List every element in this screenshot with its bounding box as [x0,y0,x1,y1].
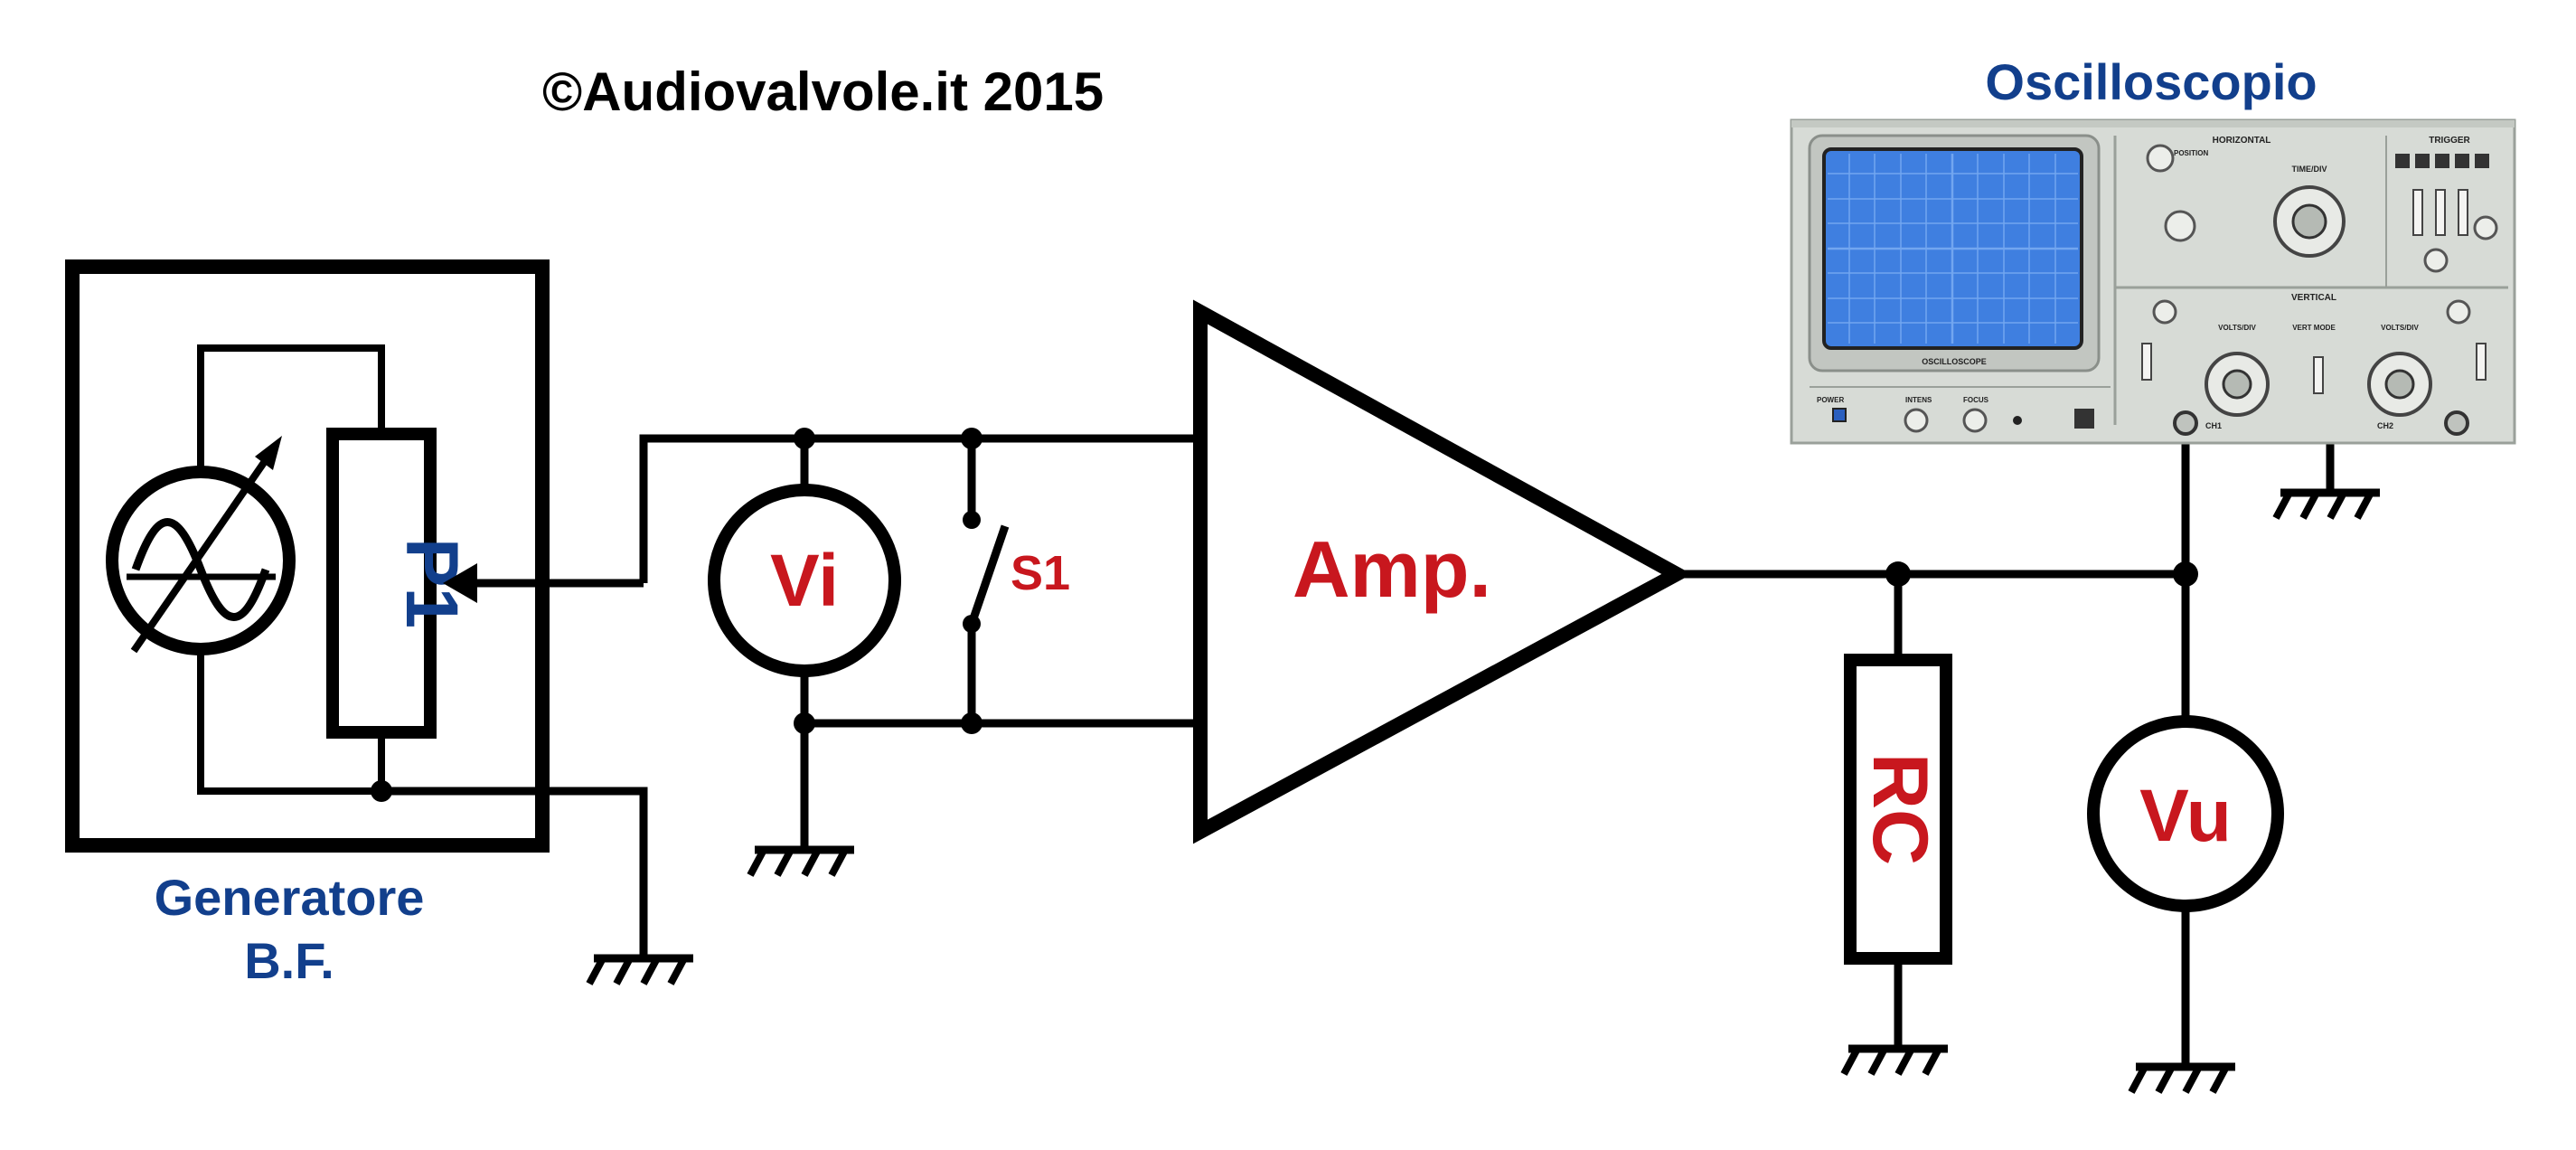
screen-grid [1828,154,2078,344]
trigger-section-label: TRIGGER [2429,136,2470,146]
ground-icon [2276,493,2380,518]
generator-label-line2: B.F. [244,932,334,989]
ch1-label: CH1 [2205,421,2222,430]
load-label: RC [1857,753,1943,865]
position-label: POSITION [2174,149,2208,157]
var-knob[interactable] [2164,210,2196,242]
wiper-arrow-icon [443,563,477,603]
generator-label: Generatore [155,869,425,926]
time-div-label: TIME/DIV [2291,165,2327,174]
input-wire-top [639,434,1193,583]
generator-ground-wire [381,787,648,958]
ground-icon [589,958,693,984]
amplifier-triangle [1193,299,1692,844]
switch-label: S1 [1011,546,1070,600]
focus-label: FOCUS [1963,396,1989,404]
copyright-text: ©Audiovalvole.it 2015 [542,61,1104,122]
vertical-section-label: VERTICAL [2291,293,2336,303]
ch2-connector[interactable] [2444,410,2469,436]
oscilloscope-title: Oscilloscopio [1985,53,2317,110]
vu-meter-label: Vu [2139,775,2232,857]
generator-box [65,259,550,853]
power-label: POWER [1817,396,1844,404]
ac-source-icon [106,436,296,655]
vert-mode-label: VERT MODE [2292,324,2336,332]
power-switch[interactable] [1832,408,1847,422]
horizontal-section-label: HORIZONTAL [2213,136,2271,146]
oscilloscope-screen-label: OSCILLOSCOPE [1922,357,1987,366]
vu-meter [2087,715,2284,912]
intens-knob[interactable] [1904,408,1929,433]
intens-label: INTENS [1905,396,1932,404]
volts-div-ch1-label: VOLTS/DIV [2218,324,2256,332]
vi-meter-label: Vi [770,540,839,622]
generator-bf: P1 Generatore B.F. [65,259,644,989]
generator-internal-wire [197,344,385,470]
ch1-connector[interactable] [2173,410,2198,436]
position-knob[interactable] [2146,144,2175,173]
vi-meter [708,484,901,677]
ground-icon [2131,1067,2235,1092]
load-resistor-rc [1844,654,1952,965]
volts-div-ch2-label: VOLTS/DIV [2381,324,2419,332]
amplifier-label: Amp. [1293,524,1491,614]
switch-s1 [967,524,1010,626]
ch2-label: CH2 [2377,421,2393,430]
generator-internal-wire-bottom [197,651,385,795]
focus-knob[interactable] [1962,408,1988,433]
oscilloscope: OSCILLOSCOPE HORIZONTAL TRIGGER POSITION… [1790,118,2516,445]
ground-icon [750,850,854,875]
ground-icon [1844,1049,1948,1074]
potentiometer-p1 [326,428,437,739]
